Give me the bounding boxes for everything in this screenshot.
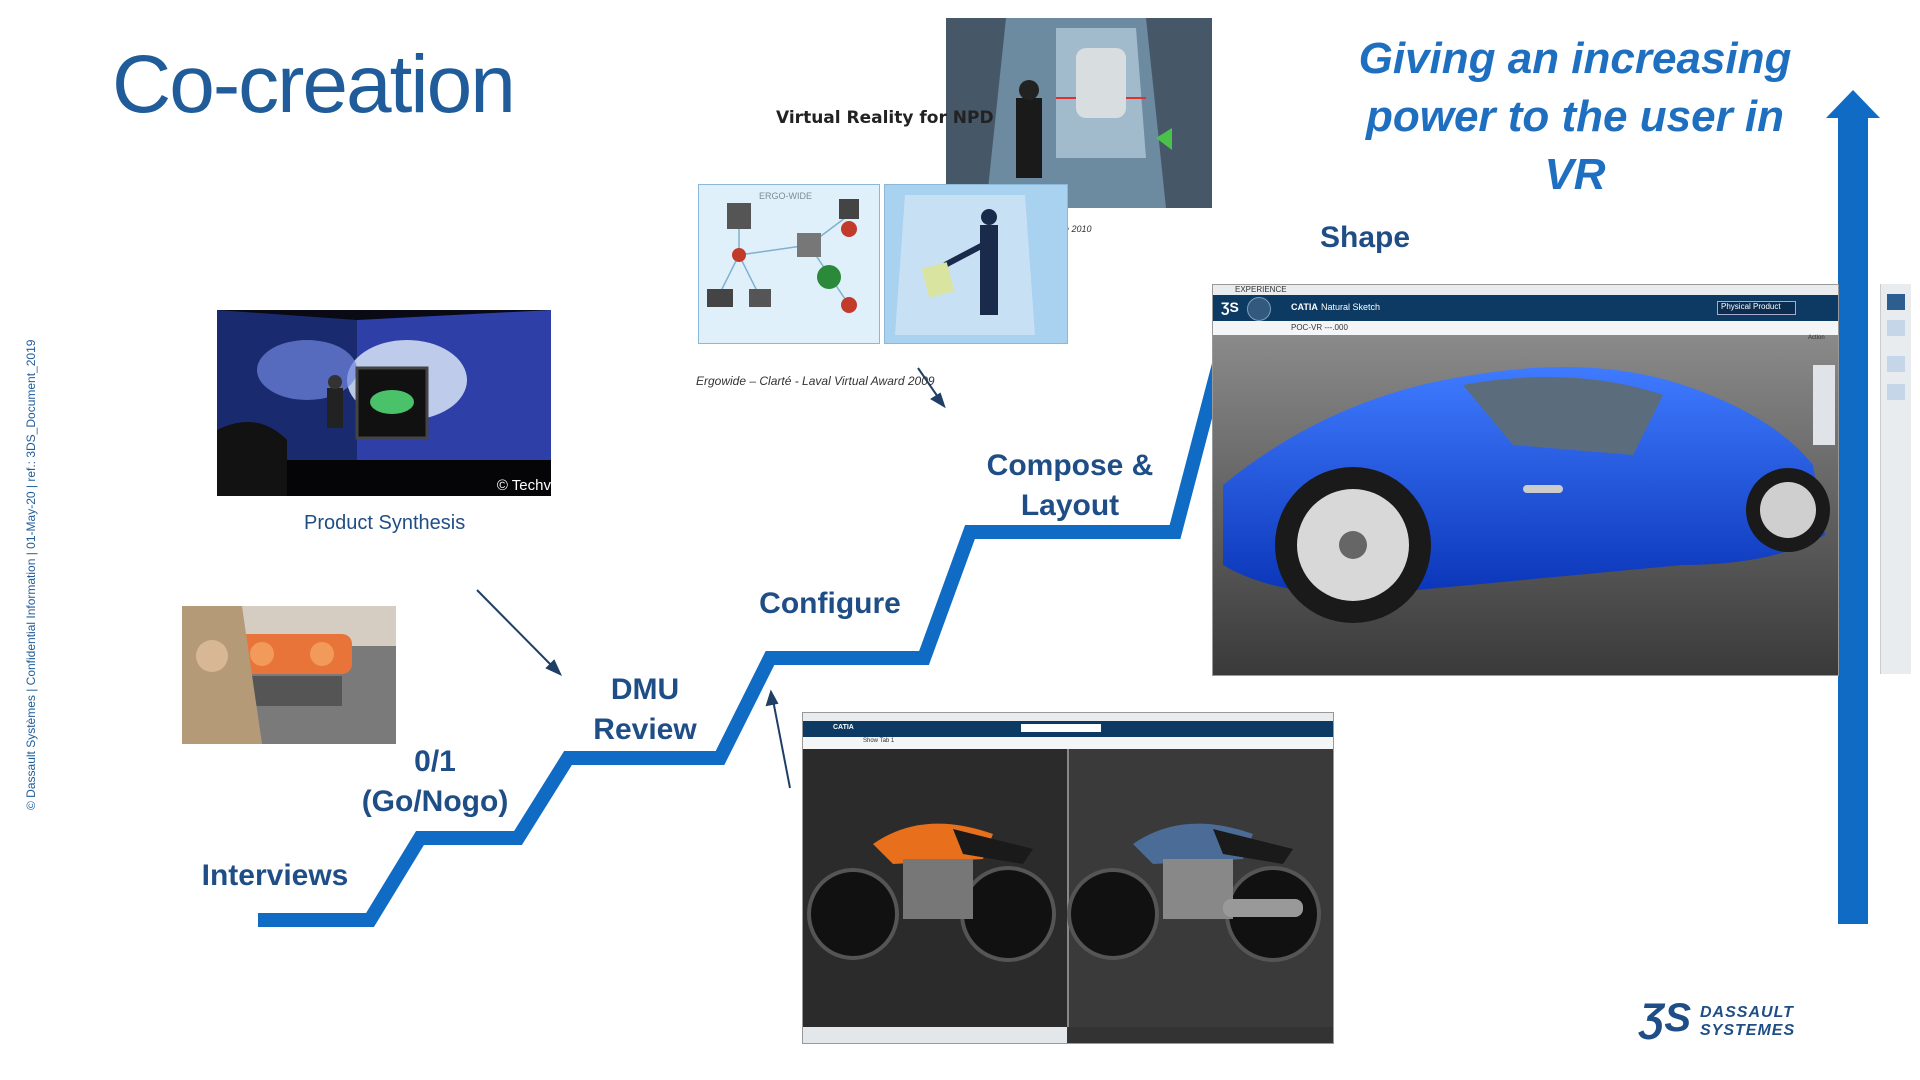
ergowide-logo: ERGO-WIDE (759, 191, 812, 201)
action-label: Action (1808, 335, 1825, 341)
headline-line-2: power to the user in VR (1365, 92, 1785, 199)
step-dmu-line-1: DMU (610, 673, 680, 706)
pointer-arrow-ergo (917, 367, 946, 409)
step-gonogo-line-2: (Go/Nogo) (361, 785, 509, 818)
catia-doc-tabs: POC-VR ---.000 (1213, 321, 1838, 335)
step-gonogo-line-1: 0/1 (414, 745, 456, 778)
physical-product-dropdown[interactable]: Physical Product (1717, 301, 1796, 315)
step-interviews: Interviews (201, 859, 349, 892)
step-configure: Configure (759, 587, 901, 620)
step-shape: Shape (1319, 221, 1411, 254)
3ds-compass-icon[interactable]: ƷS (1221, 299, 1239, 315)
logo-wordmark: DASSAULT SYSTEMES (1700, 1004, 1795, 1040)
catia-app-name: CATIA (1291, 302, 1318, 312)
compass-icon[interactable] (1247, 297, 1271, 321)
car-dashboard (182, 606, 396, 744)
techviz-credit: © Techv (496, 477, 551, 494)
dassault-logo: ƷS DASSAULT SYSTEMES (1640, 994, 1830, 1054)
experience-tab[interactable]: EXPERIENCE (1235, 285, 1287, 294)
ergowide-network (707, 199, 859, 313)
side-tool-icon-1[interactable] (1887, 294, 1905, 310)
step-dmu-line-2: Review (593, 713, 697, 746)
ergowide-person-photo (884, 184, 1068, 344)
step-gonogo: 0/1 (Go/Nogo) (350, 742, 520, 822)
moto-app-name: CATIA (833, 724, 854, 731)
moto-tabbar (803, 713, 1333, 721)
show-tab[interactable]: Show Tab 1 (863, 738, 895, 744)
blue-car-render (1213, 335, 1838, 675)
slide-title: Co-creation (112, 39, 516, 130)
side-tool-icon-2[interactable] (1887, 320, 1905, 336)
cave-scene (217, 310, 551, 496)
motorcycle-renders (803, 749, 1333, 1027)
catia-shape-window: EXPERIENCE ƷS CATIA Natural Sketch Physi… (1212, 284, 1839, 676)
step-compose-line-2: Layout (1020, 489, 1120, 522)
catia-moto-window: CATIA Show Tab 1 (802, 712, 1334, 1044)
side-toolbar (1880, 284, 1911, 674)
catia-toolbar: ƷS CATIA Natural Sketch Physical Product (1213, 295, 1838, 321)
side-tool-icon-3[interactable] (1887, 356, 1905, 372)
logo-line-1: DASSAULT (1700, 1004, 1794, 1021)
ergowide-person-scene (885, 185, 1067, 343)
staircase-line (258, 361, 1470, 927)
moto-search-input[interactable] (1021, 724, 1101, 732)
catia-tabbar: EXPERIENCE (1213, 285, 1838, 295)
3ds-logo-icon: ƷS (1640, 996, 1692, 1040)
step-compose-layout: Compose & Layout (960, 446, 1180, 526)
side-tool-icon-4[interactable] (1887, 384, 1905, 400)
logo-line-2: SYSTEMES (1700, 1022, 1796, 1039)
pointer-arrow-moto (765, 689, 791, 789)
step-compose-line-1: Compose & (986, 449, 1154, 482)
product-synthesis-caption: Product Synthesis (304, 512, 466, 534)
up-arrow-head (1826, 90, 1880, 118)
award-caption: Ergowide – Clarté - Laval Virtual Award … (696, 374, 935, 388)
vr-scene (946, 18, 1212, 208)
moto-doc-tabs: Show Tab 1 (803, 737, 1333, 749)
moto-bottom-toolbar[interactable] (803, 1027, 1067, 1043)
year-fragment: e 2010 (1064, 224, 1092, 234)
step-dmu-review: DMU Review (570, 670, 720, 750)
moto-toolbar: CATIA (803, 721, 1333, 737)
up-arrow-shaft (1838, 112, 1868, 924)
product-synthesis-photo: © Techv (217, 310, 551, 496)
pointer-arrow-synthesis (476, 589, 563, 677)
headline-line-1: Giving an increasing (1358, 34, 1792, 83)
ergowide-diagram: ERGO-WIDE (698, 184, 880, 344)
vr-npd-caption: Virtual Reality for NPD (776, 108, 994, 128)
car-interior-photo (182, 606, 396, 744)
headline: Giving an increasing power to the user i… (1340, 30, 1810, 204)
poc-vr-tab[interactable]: POC-VR ---.000 (1291, 323, 1348, 332)
vr-npd-photo (946, 18, 1212, 208)
catia-app-sub: Natural Sketch (1321, 302, 1381, 312)
